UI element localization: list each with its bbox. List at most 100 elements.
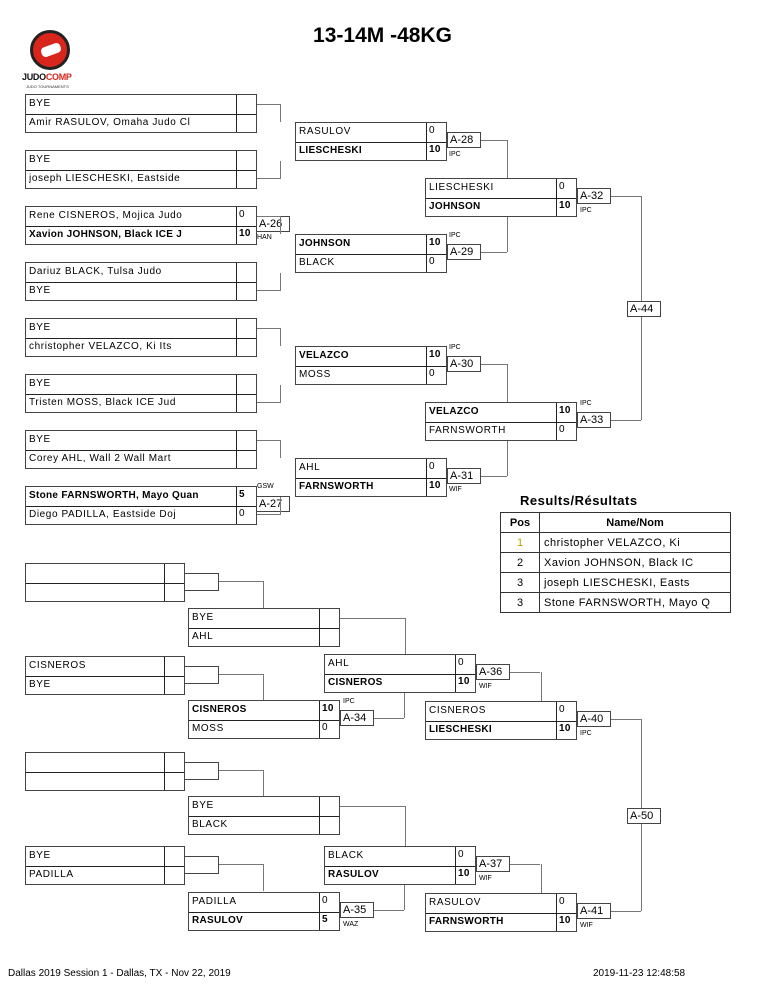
match-number-label[interactable]: A-26	[256, 216, 290, 232]
match-number-label[interactable]: A-35	[340, 902, 374, 918]
match-number-label[interactable]	[184, 573, 219, 591]
match-number-label[interactable]: A-44	[627, 301, 661, 317]
competitor-slot[interactable]	[26, 564, 184, 584]
competitor-slot[interactable]: christopher VELAZCO, Ki Its	[26, 337, 256, 356]
match-number-label[interactable]: A-34	[340, 710, 374, 726]
match-number-label[interactable]: A-37	[476, 856, 510, 872]
match-number-label[interactable]: A-31	[447, 468, 481, 484]
match-number-label[interactable]	[184, 666, 219, 684]
competitor-slot[interactable]: BYE	[26, 319, 256, 339]
match-number-label[interactable]: A-30	[447, 356, 481, 372]
competitor-slot[interactable]: BYE	[26, 375, 256, 395]
competitor-slot[interactable]: BYE	[26, 431, 256, 451]
competitor-slot[interactable]: joseph LIESCHESKI, Eastside	[26, 169, 256, 188]
competitor-slot[interactable]: Dariuz BLACK, Tulsa Judo	[26, 263, 256, 283]
competitor-slot[interactable]: BYE	[189, 609, 339, 629]
match-number-label[interactable]: A-27	[256, 496, 290, 512]
match-number-label[interactable]	[184, 856, 219, 874]
competitor-slot[interactable]	[26, 771, 184, 790]
match-box[interactable]	[25, 752, 185, 791]
match-box[interactable]	[25, 563, 185, 602]
competitor-slot[interactable]: BYE	[26, 95, 256, 115]
competitor-slot[interactable]: PADILLA	[26, 865, 184, 884]
bracket-connector	[611, 719, 641, 720]
competitor-slot[interactable]: Amir RASULOV, Omaha Judo Cl	[26, 113, 256, 132]
competitor-slot[interactable]: BYE	[189, 797, 339, 817]
match-number-label[interactable]: A-36	[476, 664, 510, 680]
competitor-slot[interactable]: AHL	[189, 627, 339, 646]
competitor-slot[interactable]: Corey AHL, Wall 2 Wall Mart	[26, 449, 256, 468]
competitor-slot[interactable]: BYE	[26, 847, 184, 867]
competitor-slot[interactable]: BLACK	[189, 815, 339, 834]
match-number-label[interactable]: A-41	[577, 903, 611, 919]
competitor-slot[interactable]: BYE	[26, 281, 256, 300]
competitor-slot[interactable]: BYE	[26, 151, 256, 171]
competitor-slot[interactable]: CISNEROS	[26, 657, 184, 677]
match-number-label[interactable]: A-33	[577, 412, 611, 428]
match-number-label[interactable]: A-29	[447, 244, 481, 260]
match-number-label[interactable]: A-28	[447, 132, 481, 148]
match-number-label[interactable]: A-32	[577, 188, 611, 204]
competitor-slot[interactable]	[26, 582, 184, 601]
competitor-slot[interactable]	[26, 753, 184, 773]
match-number-label[interactable]: A-50	[627, 808, 661, 824]
bracket-connector	[257, 216, 281, 217]
match-number-label[interactable]	[184, 762, 219, 780]
competitor-slot[interactable]: Tristen MOSS, Black ICE Jud	[26, 393, 256, 412]
match-number-label[interactable]: A-40	[577, 711, 611, 727]
competitor-slot[interactable]: BYE	[26, 675, 184, 694]
